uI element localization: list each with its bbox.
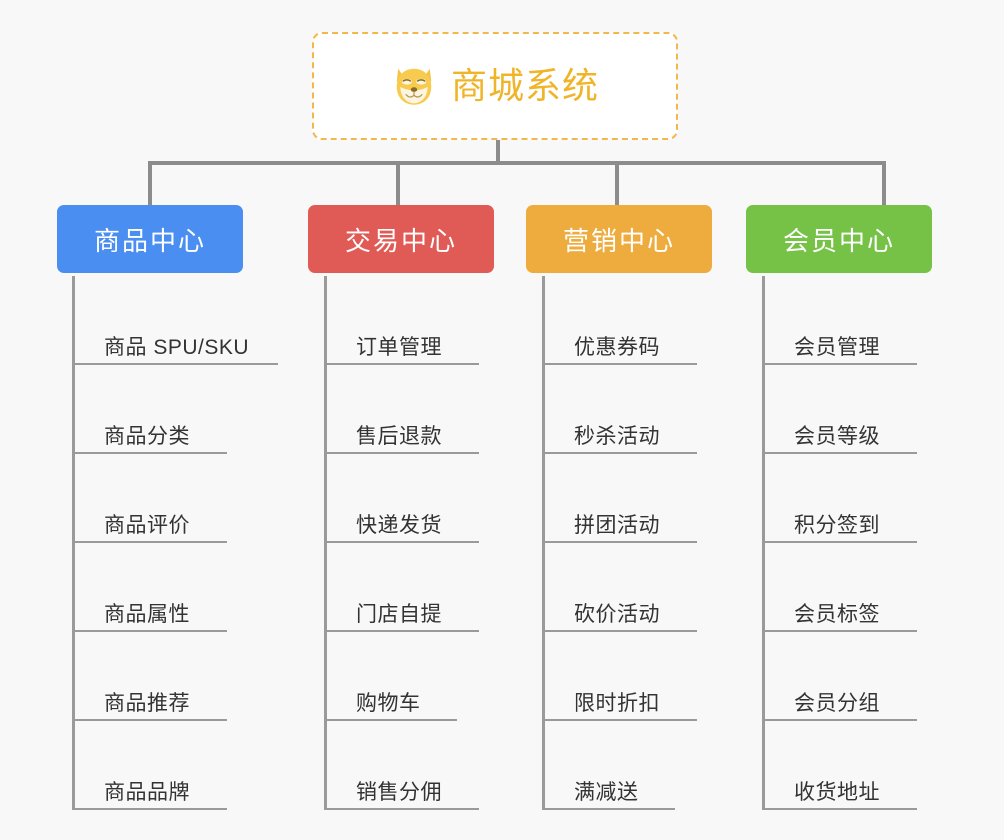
- leaf-item-underline: [762, 541, 917, 543]
- category-header-trade-center[interactable]: 交易中心: [308, 205, 494, 273]
- list-item[interactable]: 商品分类: [72, 365, 302, 454]
- leaf-column-product-center: 商品 SPU/SKU 商品分类 商品评价 商品属性 商品推荐 商品品牌: [72, 276, 302, 810]
- leaf-item-underline: [324, 630, 479, 632]
- column-rail: [762, 276, 765, 810]
- list-item[interactable]: 会员标签: [762, 543, 992, 632]
- leaf-item-label: 商品评价: [104, 514, 190, 537]
- column-rail: [324, 276, 327, 810]
- leaf-item-underline: [762, 630, 917, 632]
- category-header-label: 交易中心: [344, 225, 457, 256]
- leaf-item-underline: [762, 363, 917, 365]
- leaf-item-label: 快递发货: [356, 514, 442, 537]
- leaf-item-underline: [72, 541, 227, 543]
- leaf-item-label: 会员等级: [794, 425, 880, 448]
- list-item[interactable]: 优惠券码: [542, 276, 772, 365]
- list-item[interactable]: 售后退款: [324, 365, 554, 454]
- leaf-item-label: 商品分类: [104, 425, 190, 448]
- list-item[interactable]: 会员分组: [762, 632, 992, 721]
- category-header-marketing-center[interactable]: 营销中心: [526, 205, 712, 273]
- leaf-item-underline: [762, 452, 917, 454]
- list-item[interactable]: 快递发货: [324, 454, 554, 543]
- list-item[interactable]: 秒杀活动: [542, 365, 772, 454]
- list-item[interactable]: 商品推荐: [72, 632, 302, 721]
- column-rail: [72, 276, 75, 810]
- list-item[interactable]: 满减送: [542, 721, 772, 810]
- leaf-item-underline: [72, 808, 227, 810]
- root-node-shopping-mall-system[interactable]: 商城系统: [312, 32, 678, 140]
- leaf-item-underline: [72, 719, 227, 721]
- leaf-item-label: 拼团活动: [574, 514, 660, 537]
- connector-horizontal-bus: [148, 161, 886, 165]
- leaf-item-underline: [542, 719, 697, 721]
- root-node-label: 商城系统: [450, 65, 599, 106]
- leaf-item-label: 优惠券码: [574, 336, 660, 359]
- list-item[interactable]: 商品评价: [72, 454, 302, 543]
- dog-face-icon: [396, 68, 432, 105]
- leaf-item-label: 会员标签: [794, 603, 880, 626]
- leaf-item-underline: [542, 452, 697, 454]
- column-rail: [542, 276, 545, 810]
- category-header-label: 营销中心: [562, 225, 675, 256]
- leaf-item-label: 订单管理: [356, 336, 442, 359]
- leaf-item-underline: [542, 541, 697, 543]
- list-item[interactable]: 会员管理: [762, 276, 992, 365]
- leaf-column-trade-center: 订单管理 售后退款 快递发货 门店自提 购物车 销售分佣: [324, 276, 554, 810]
- leaf-item-label: 商品 SPU/SKU: [104, 336, 250, 359]
- leaf-item-label: 积分签到: [794, 514, 880, 537]
- list-item[interactable]: 购物车: [324, 632, 554, 721]
- connector-root-stem: [496, 140, 500, 164]
- list-item[interactable]: 积分签到: [762, 454, 992, 543]
- leaf-item-label: 秒杀活动: [574, 425, 660, 448]
- leaf-item-underline: [324, 808, 479, 810]
- leaf-item-label: 销售分佣: [356, 781, 442, 804]
- list-item[interactable]: 门店自提: [324, 543, 554, 632]
- leaf-item-underline: [542, 630, 697, 632]
- list-item[interactable]: 商品 SPU/SKU: [72, 276, 302, 365]
- list-item[interactable]: 商品属性: [72, 543, 302, 632]
- leaf-item-label: 会员管理: [794, 336, 880, 359]
- category-header-label: 商品中心: [93, 225, 206, 256]
- leaf-item-underline: [324, 541, 479, 543]
- leaf-item-label: 商品品牌: [104, 781, 190, 804]
- leaf-item-label: 门店自提: [356, 603, 442, 626]
- leaf-item-label: 砍价活动: [574, 603, 660, 626]
- leaf-item-label: 商品属性: [104, 603, 190, 626]
- leaf-item-label: 限时折扣: [574, 692, 660, 715]
- leaf-item-underline: [72, 363, 278, 365]
- leaf-item-label: 收货地址: [794, 781, 880, 804]
- list-item[interactable]: 销售分佣: [324, 721, 554, 810]
- list-item[interactable]: 限时折扣: [542, 632, 772, 721]
- leaf-item-underline: [324, 363, 479, 365]
- list-item[interactable]: 商品品牌: [72, 721, 302, 810]
- leaf-item-underline: [542, 363, 697, 365]
- leaf-item-label: 满减送: [574, 781, 639, 804]
- connector-drop-marketing-center: [615, 161, 619, 205]
- leaf-item-underline: [72, 630, 227, 632]
- leaf-item-label: 售后退款: [356, 425, 442, 448]
- list-item[interactable]: 会员等级: [762, 365, 992, 454]
- list-item[interactable]: 订单管理: [324, 276, 554, 365]
- list-item[interactable]: 拼团活动: [542, 454, 772, 543]
- category-header-member-center[interactable]: 会员中心: [746, 205, 932, 273]
- category-header-product-center[interactable]: 商品中心: [57, 205, 243, 273]
- connector-drop-product-center: [148, 161, 152, 205]
- leaf-item-label: 商品推荐: [104, 692, 190, 715]
- leaf-item-underline: [324, 719, 457, 721]
- leaf-item-underline: [762, 808, 917, 810]
- leaf-item-underline: [762, 719, 917, 721]
- leaf-column-member-center: 会员管理 会员等级 积分签到 会员标签 会员分组 收货地址: [762, 276, 992, 810]
- category-header-label: 会员中心: [782, 225, 895, 256]
- list-item[interactable]: 砍价活动: [542, 543, 772, 632]
- leaf-item-underline: [542, 808, 675, 810]
- leaf-column-marketing-center: 优惠券码 秒杀活动 拼团活动 砍价活动 限时折扣 满减送: [542, 276, 772, 810]
- leaf-item-label: 会员分组: [794, 692, 880, 715]
- leaf-item-underline: [72, 452, 227, 454]
- connector-drop-member-center: [882, 161, 886, 205]
- list-item[interactable]: 收货地址: [762, 721, 992, 810]
- connector-drop-trade-center: [396, 161, 400, 205]
- leaf-item-label: 购物车: [356, 692, 421, 715]
- leaf-item-underline: [324, 452, 479, 454]
